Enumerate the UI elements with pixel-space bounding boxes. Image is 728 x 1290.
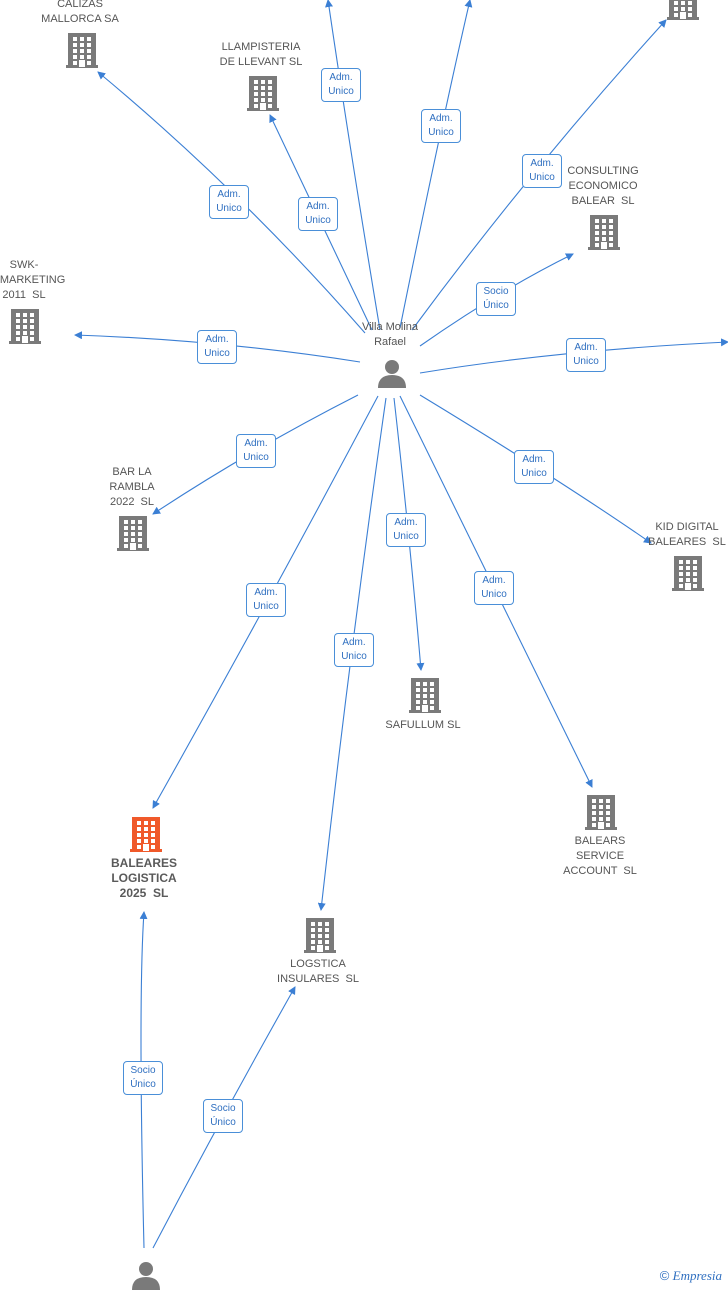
node-label-person1[interactable]: Villa Molina Rafael — [361, 321, 419, 348]
edge-label-topright[interactable]: Adm. Unico — [522, 154, 562, 188]
building-icon[interactable] — [130, 817, 162, 852]
building-icon[interactable] — [667, 0, 699, 20]
edge-label-kid[interactable]: Adm. Unico — [514, 450, 554, 484]
brand-name: Empresia — [672, 1268, 722, 1283]
edge-label-offright[interactable]: Adm. Unico — [566, 338, 606, 372]
building-icon[interactable] — [304, 918, 336, 953]
node-label-kid[interactable]: KID DIGITAL BALEARES SL — [648, 521, 726, 548]
edge-person1-to-offtop1 — [325, 0, 381, 331]
person-icon[interactable] — [132, 1262, 160, 1290]
node-label-calizas[interactable]: CALIZAS MALLORCA SA — [41, 0, 119, 25]
edge-label-logstica[interactable]: Adm. Unico — [334, 633, 374, 667]
edge-label-swk[interactable]: Adm. Unico — [197, 330, 237, 364]
building-icon[interactable] — [66, 33, 98, 68]
edge-person2-to-baleares — [139, 911, 148, 1249]
edge-label-consulting[interactable]: Socio Único — [476, 282, 516, 316]
node-label-safullum[interactable]: SAFULLUM SL — [385, 719, 461, 731]
edge-label-baleares[interactable]: Socio Único — [123, 1061, 163, 1095]
building-icon[interactable] — [247, 76, 279, 111]
copyright-symbol: © — [659, 1268, 670, 1283]
building-icon[interactable] — [588, 215, 620, 250]
edge-label-calizas[interactable]: Adm. Unico — [209, 185, 249, 219]
edge-label-barla[interactable]: Adm. Unico — [236, 434, 276, 468]
node-label-balears[interactable]: BALEARS SERVICE ACCOUNT SL — [563, 835, 637, 877]
building-icon[interactable] — [409, 678, 441, 713]
edge-label-balears[interactable]: Adm. Unico — [474, 571, 514, 605]
person-icon[interactable] — [378, 360, 406, 388]
edge-label-safullum[interactable]: Adm. Unico — [386, 513, 426, 547]
building-icon[interactable] — [9, 309, 41, 344]
node-label-logstica[interactable]: LOGSTICA INSULARES SL — [277, 958, 359, 985]
node-label-barla[interactable]: BAR LA RAMBLA 2022 SL — [109, 466, 155, 508]
edge-label-offtop2[interactable]: Adm. Unico — [421, 109, 461, 143]
building-icon[interactable] — [585, 795, 617, 830]
edge-person1-to-offtop2 — [399, 0, 473, 329]
edge-label-llampisteria[interactable]: Adm. Unico — [298, 197, 338, 231]
node-label-llampisteria[interactable]: LLAMPISTERIA DE LLEVANT SL — [219, 41, 303, 68]
empresia-logo[interactable]: © Empresia — [660, 1268, 722, 1284]
edge-label-offtop1[interactable]: Adm. Unico — [321, 68, 361, 102]
node-label-swk[interactable]: SWK- EL-MARKETING 2011 SL — [0, 259, 66, 301]
node-label-consulting[interactable]: CONSULTING ECONOMICO BALEAR SL — [567, 165, 639, 207]
edge-label-baleares[interactable]: Adm. Unico — [246, 583, 286, 617]
building-icon[interactable] — [672, 556, 704, 591]
node-label-baleares[interactable]: BALEARES LOGISTICA 2025 SL — [110, 856, 178, 900]
edge-label-logstica[interactable]: Socio Único — [203, 1099, 243, 1133]
building-icon[interactable] — [117, 516, 149, 551]
